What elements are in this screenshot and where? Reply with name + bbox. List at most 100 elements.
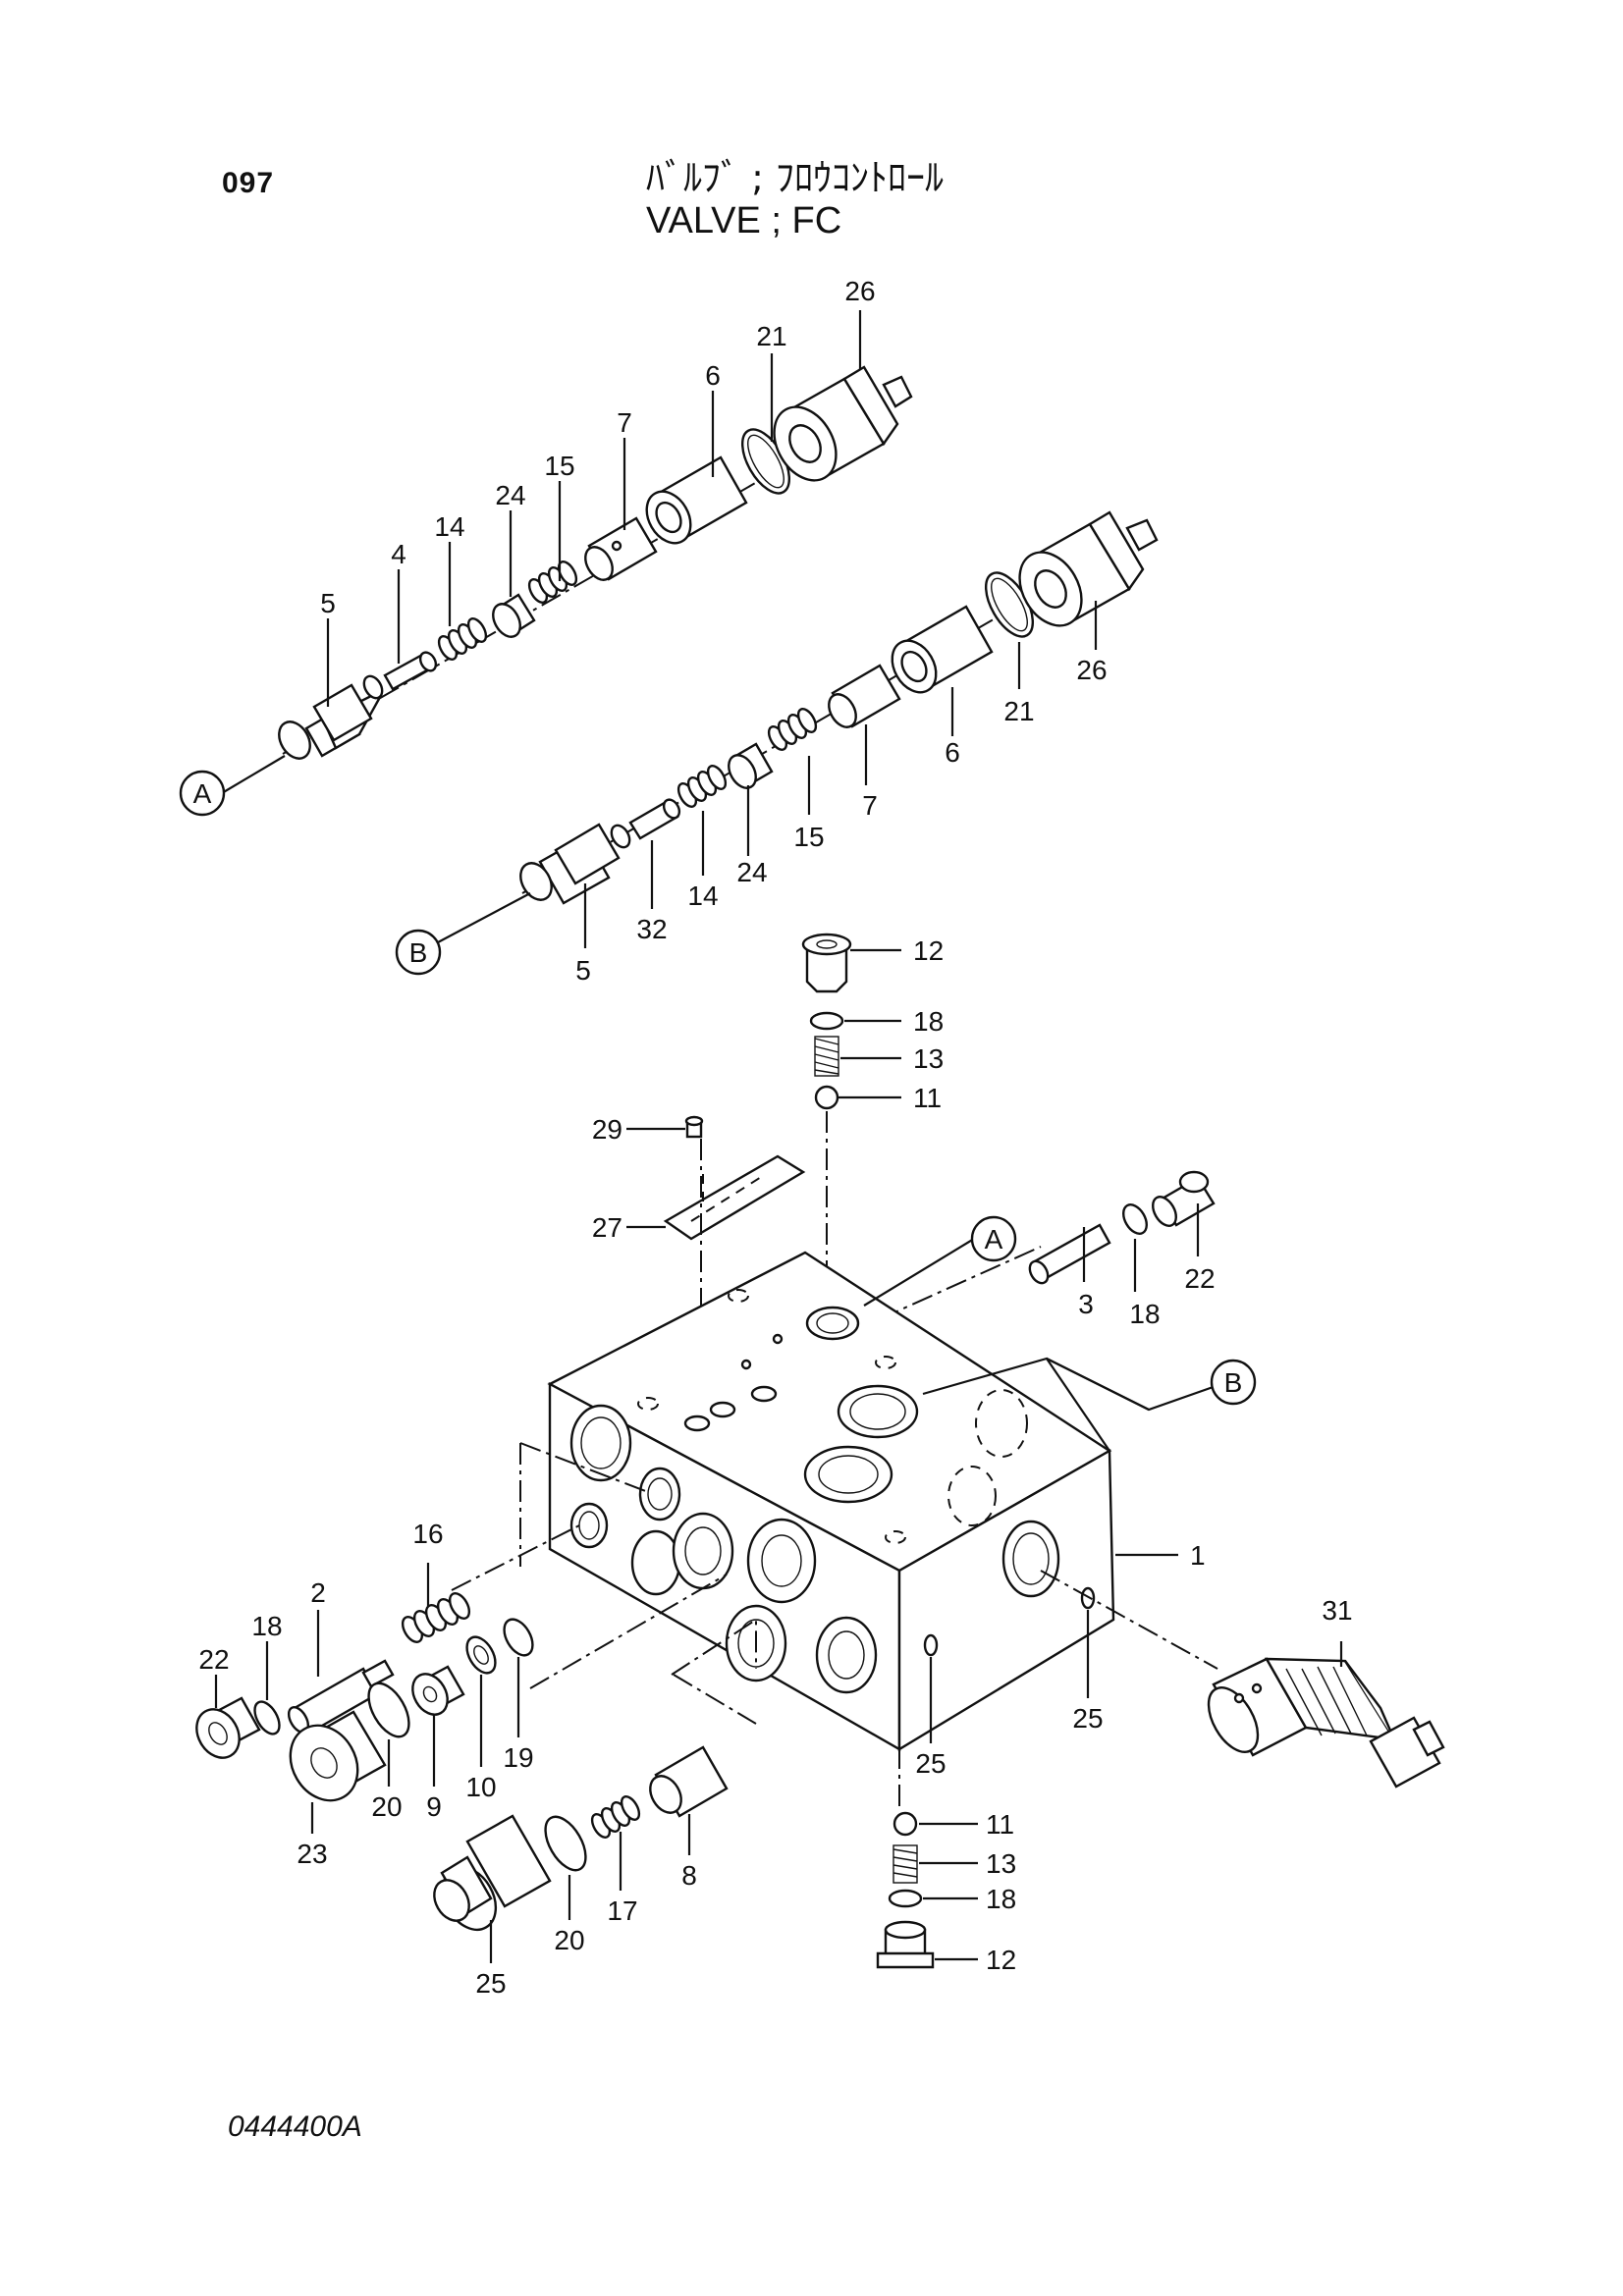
part-17-spring: [590, 1795, 641, 1839]
callout-25-bottom: 25: [915, 1748, 946, 1779]
callout-31: 31: [1322, 1595, 1352, 1626]
callout-7-lower: 7: [862, 790, 878, 821]
callout-1: 1: [1190, 1540, 1206, 1571]
callout-24-lower: 24: [736, 857, 767, 887]
part-26-plug: [433, 1814, 552, 1931]
marker-a-label-right: A: [985, 1224, 1003, 1255]
callout-13-top: 13: [913, 1043, 944, 1074]
callout-15-lower: 15: [793, 822, 824, 852]
part-6-sleeve-b: [891, 605, 994, 694]
callout-18-left: 18: [251, 1611, 282, 1641]
callout-13-bottom: 13: [986, 1848, 1016, 1879]
page-number: 097: [222, 167, 275, 199]
callout-8: 8: [681, 1860, 697, 1891]
callout-24-upper: 24: [495, 480, 525, 510]
marker-a-label-left: A: [193, 778, 212, 809]
part-1-valve-body: [547, 1251, 1178, 1752]
part-20-oring-lower: [544, 1815, 587, 1872]
bottom-check-stack: [876, 1811, 978, 1969]
callout-18-right: 18: [1129, 1299, 1160, 1329]
title-japanese: ﾊﾞﾙﾌﾞ ; ﾌﾛｳｺﾝﾄﾛｰﾙ: [646, 156, 944, 199]
part-5-nut-a: [278, 683, 381, 760]
part-24-seat-b: [728, 742, 774, 789]
part-24-seat-a: [492, 593, 536, 638]
callout-27-lower: 26: [1076, 655, 1107, 685]
callout-17: 17: [607, 1896, 637, 1926]
marker-b-right: [1210, 1359, 1257, 1406]
callout-14-upper: 14: [434, 511, 464, 542]
part-23-plug: [289, 1710, 387, 1802]
part-16-spring: [401, 1592, 471, 1643]
callout-11-bottom: 11: [986, 1809, 1014, 1840]
callout-26: 25: [475, 1968, 506, 1999]
callout-3: 3: [1078, 1289, 1094, 1319]
callout-15-upper: 15: [544, 451, 574, 481]
marker-b-left: [395, 929, 442, 976]
callout-4-upper: 4: [391, 539, 406, 569]
part-7-piston-b: [828, 664, 901, 728]
part-5-nut-b: [519, 823, 621, 905]
part-21-oring-a: [740, 428, 791, 495]
callout-21-upper: 21: [756, 321, 786, 351]
callout-11-top: 11: [913, 1083, 942, 1113]
callout-5-upper: 5: [320, 588, 336, 618]
callout-27-upper: 26: [844, 276, 875, 306]
callout-9: 9: [426, 1791, 442, 1822]
callout-23: 23: [297, 1839, 327, 1869]
center-lines: [451, 1238, 1222, 1806]
marker-a-right: [970, 1215, 1017, 1262]
callout-7-upper: 7: [617, 407, 632, 438]
drawing-code: 0444400A: [228, 2110, 362, 2143]
assembly-b: [519, 510, 1159, 905]
left-lower-parts: [195, 1592, 729, 1931]
part-32-poppet-b: [610, 798, 681, 849]
callout-14-lower: 14: [687, 881, 718, 911]
callout-32-lower: 32: [636, 914, 667, 944]
callout-6-lower: 6: [945, 737, 960, 768]
part-19-ring: [503, 1618, 534, 1657]
part-10-ring: [465, 1635, 497, 1675]
callout-12-top: 12: [913, 935, 944, 966]
part-15-spring-b: [767, 708, 818, 751]
plate-and-screw: [626, 1115, 806, 1394]
part-9-seat: [411, 1665, 465, 1716]
callout-18-top: 18: [913, 1006, 944, 1037]
part-14-spring-a: [437, 617, 488, 661]
callout-2: 2: [310, 1577, 326, 1608]
marker-b-label-right: B: [1224, 1367, 1243, 1398]
callout-20-lower: 20: [554, 1925, 584, 1955]
callout-5-lower: 5: [575, 955, 591, 986]
part-6-sleeve-a: [645, 455, 748, 545]
part-27-plug-b: [1018, 510, 1159, 627]
marker-a-left: [179, 770, 226, 817]
callout-29: 27: [592, 1212, 622, 1243]
callout-6-upper: 6: [705, 360, 721, 391]
part-31-relief-valve: [1207, 1641, 1445, 1789]
part-22-plug-left: [195, 1696, 261, 1759]
callout-22-right: 22: [1184, 1263, 1215, 1294]
callout-22-left: 22: [198, 1644, 229, 1675]
callout-18-bottom: 18: [986, 1884, 1016, 1914]
part-20-oring-left: [367, 1682, 410, 1738]
marker-b-label-left: B: [409, 937, 428, 968]
part-15-spring-a: [527, 561, 578, 604]
callout-21-lower: 21: [1003, 696, 1034, 726]
top-check-stack: [801, 933, 901, 1315]
callout-19: 19: [503, 1742, 533, 1773]
title-english: VALVE ; FC: [646, 200, 842, 241]
part-4-poppet-a: [362, 651, 438, 700]
leader-lines: [214, 310, 1200, 1963]
callout-12-bottom: 12: [986, 1945, 1016, 1975]
callout-30: 29: [592, 1114, 622, 1145]
part-18-oring-left: [253, 1700, 281, 1735]
right-side-parts: [843, 1170, 1216, 1336]
part-14-spring-b: [676, 765, 728, 808]
callout-20-left: 20: [371, 1791, 402, 1822]
part-8-piston: [649, 1745, 729, 1818]
part-2-spool: [287, 1659, 395, 1735]
part-27-plug-a: [773, 365, 913, 482]
callout-25-right: 25: [1072, 1703, 1103, 1734]
callout-10: 10: [465, 1772, 496, 1802]
assembly-a: [278, 365, 913, 760]
